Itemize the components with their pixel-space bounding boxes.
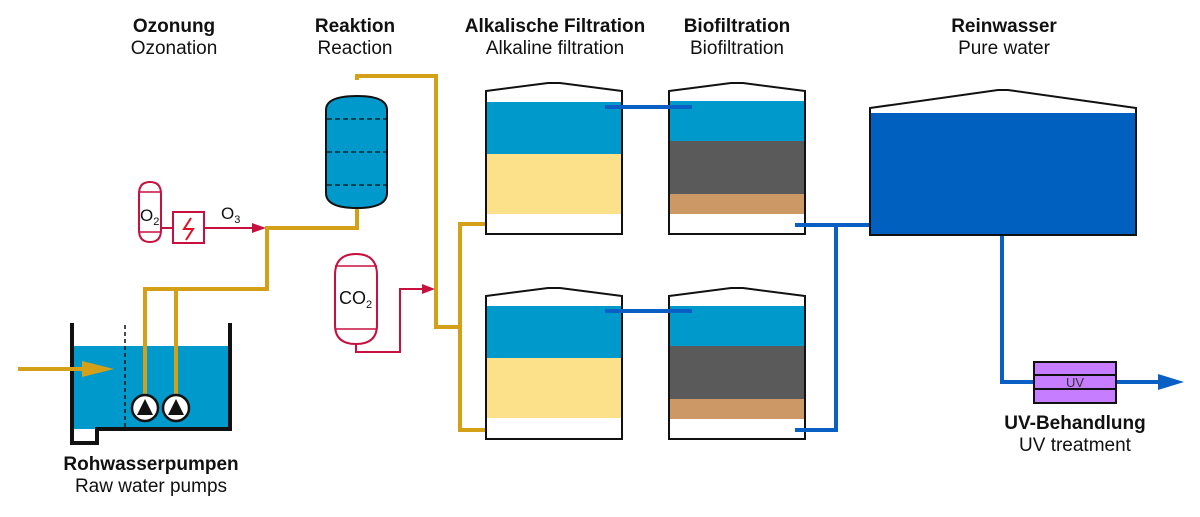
o3-label: O3 <box>221 204 240 226</box>
raw-water-basin <box>18 323 232 445</box>
co2-tank: CO2 <box>334 252 378 346</box>
label-pure-water-de: Reinwasser <box>951 16 1057 37</box>
raw-water-pipes <box>143 74 485 432</box>
label-raw-pumps-en: Raw water pumps <box>74 476 228 498</box>
inflow-arrow-icon <box>82 361 114 377</box>
label-ozonation-de: Ozonung <box>132 16 216 37</box>
ozone-generator <box>172 211 205 244</box>
pipe-to-alkaline-filters <box>458 222 485 432</box>
label-biofiltration-en: Biofiltration <box>689 38 784 60</box>
label-ozonation: Ozonung Ozonation <box>131 16 218 61</box>
o2-label: O2 <box>140 206 159 228</box>
co2-arrow-icon <box>422 284 435 294</box>
label-uv-en: UV treatment <box>1019 435 1131 457</box>
co2-label: CO2 <box>339 288 372 311</box>
pipe-reactor-out <box>355 74 460 329</box>
basin-wall <box>70 323 232 445</box>
co2-line <box>355 288 426 353</box>
pump-2 <box>161 393 191 423</box>
alkaline-filter-2 <box>485 287 623 440</box>
uv-unit: UV <box>1033 361 1117 404</box>
pipe-pumps-to-reactor <box>143 207 359 395</box>
reaction-vessel <box>325 94 388 210</box>
label-alkaline-en: Alkaline filtration <box>485 38 625 60</box>
label-biofiltration: Biofiltration Biofiltration <box>684 16 791 61</box>
alkaline-filter-1 <box>485 82 623 235</box>
label-pure-water-en: Pure water <box>958 38 1050 60</box>
clean-water-pipes <box>605 105 1160 432</box>
o2-tank: O2 <box>138 180 162 244</box>
label-pure-water: Reinwasser Pure water <box>951 16 1057 61</box>
pump-icon <box>168 399 184 415</box>
label-uv-de: UV-Behandlung <box>1004 413 1146 434</box>
label-alkaline-de: Alkalische Filtration <box>464 16 646 37</box>
uv-unit-label: UV <box>1066 375 1084 390</box>
label-uv-treatment: UV-Behandlung UV treatment <box>1004 413 1145 458</box>
label-raw-water-pumps: Rohwasserpumpen Raw water pumps <box>63 454 238 499</box>
lightning-icon <box>182 217 195 241</box>
label-reaction-en: Reaction <box>317 38 393 60</box>
outflow-arrow-icon <box>1158 374 1184 390</box>
label-reaction-de: Reaktion <box>314 16 396 37</box>
o3-arrow-icon <box>252 223 266 233</box>
label-alkaline-filtration: Alkalische Filtration Alkaline filtratio… <box>465 16 646 61</box>
label-raw-pumps-de: Rohwasserpumpen <box>63 454 239 475</box>
pipe-bio2-to-reservoir <box>795 225 838 432</box>
biofilter-1 <box>668 82 806 235</box>
label-ozonation-en: Ozonation <box>130 38 218 60</box>
pump-1 <box>130 393 160 423</box>
label-reaction: Reaktion Reaction <box>315 16 395 61</box>
pump-icon <box>137 399 153 415</box>
pipe-reservoir-to-uv <box>1000 235 1035 384</box>
label-biofiltration-de: Biofiltration <box>683 16 791 37</box>
pure-water-reservoir <box>869 89 1137 236</box>
